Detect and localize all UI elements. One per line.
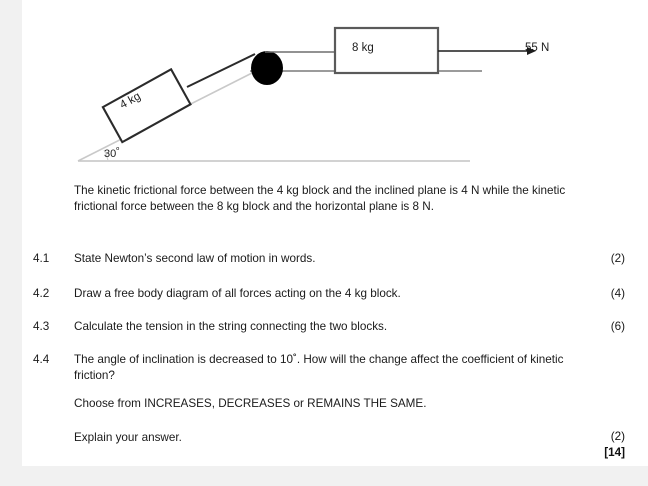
question-4-2-number: 4.2 bbox=[33, 287, 50, 300]
applied-force-arrowhead bbox=[527, 47, 536, 55]
question-4-2-marks: (4) bbox=[610, 287, 625, 300]
question-4-4-number: 4.4 bbox=[33, 353, 50, 366]
passage-line-2: while the kinetic frictional force betwe… bbox=[74, 184, 566, 214]
question-4-3-text: Calculate the tension in the string conn… bbox=[74, 320, 388, 333]
total-marks: [14] bbox=[604, 446, 625, 459]
question-4-4-choose-line: Choose from INCREASES, DECREASES or REMA… bbox=[74, 397, 427, 410]
applied-force-label: 55 N bbox=[525, 42, 550, 54]
passage-text: The kinetic frictional force between the… bbox=[74, 183, 594, 216]
block-8kg-body bbox=[333, 26, 440, 75]
block-4kg-body bbox=[101, 67, 192, 144]
block-4kg bbox=[101, 67, 192, 144]
pulley-icon bbox=[251, 51, 283, 85]
angle-arc bbox=[103, 149, 109, 162]
incline-angle-label: 30º bbox=[104, 145, 120, 160]
passage-line-3: is 8 N. bbox=[400, 200, 434, 214]
question-4-1-text: State Newton’s second law of motion in w… bbox=[74, 252, 316, 265]
block-8kg-label: 8 kg bbox=[352, 42, 374, 54]
physics-diagram: 8 kg 4 kg 55 N 30º bbox=[22, 0, 648, 178]
question-4-4-text: The angle of inclination is decreased to… bbox=[74, 353, 564, 383]
question-4-1-number: 4.1 bbox=[33, 252, 50, 265]
question-4-2-text: Draw a free body diagram of all forces a… bbox=[74, 287, 401, 300]
degree-symbol: º bbox=[116, 145, 120, 155]
question-4-4-explain-line: Explain your answer. bbox=[74, 431, 182, 444]
question-4-3-number: 4.3 bbox=[33, 320, 50, 333]
exam-page: 8 kg 4 kg 55 N 30º The kinetic frictiona… bbox=[22, 0, 648, 466]
passage-line-1: The kinetic frictional force between the… bbox=[74, 184, 480, 197]
string-incline-segment bbox=[186, 53, 256, 88]
question-4-1-marks: (2) bbox=[610, 252, 625, 265]
diagram-svg bbox=[77, 26, 536, 162]
question-4-3-marks: (6) bbox=[610, 320, 625, 333]
question-4-4-marks: (2) bbox=[610, 430, 625, 443]
incline-angle-value: 30 bbox=[104, 148, 117, 160]
